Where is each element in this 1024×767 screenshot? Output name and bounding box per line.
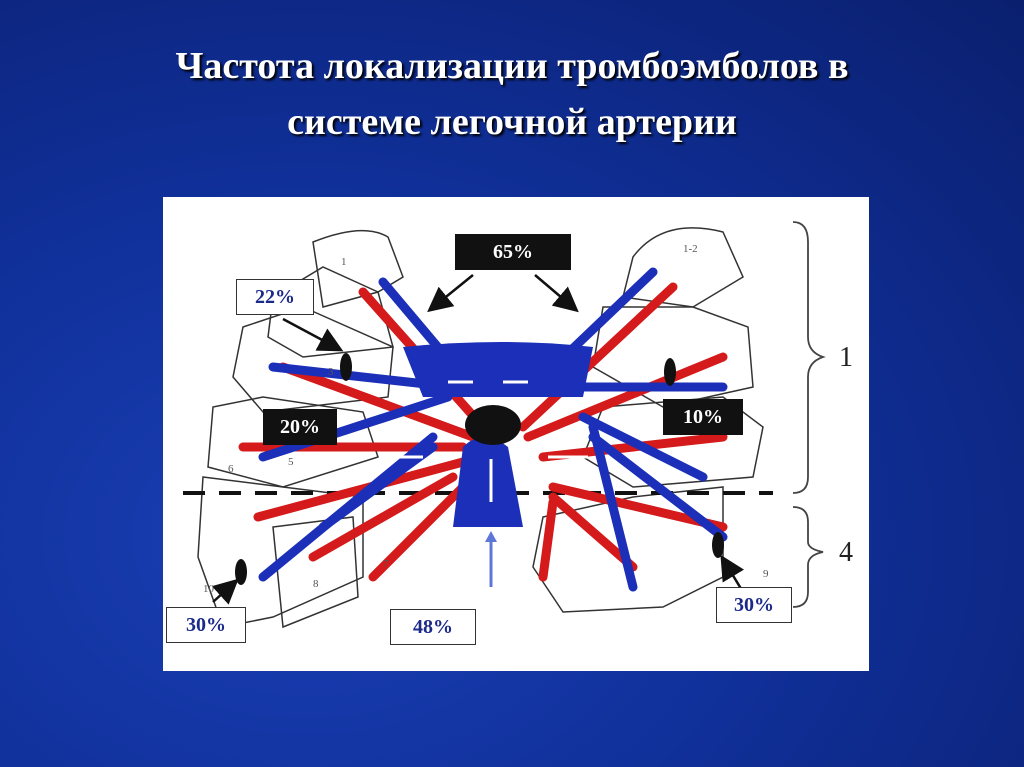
segment-number: 7 — [383, 558, 389, 570]
segment-number: 10 — [203, 583, 215, 595]
lobe-braces — [792, 221, 826, 608]
thrombus-markers — [235, 353, 724, 585]
label-10: 10% — [663, 399, 743, 435]
segment-number: 1 — [341, 256, 347, 268]
diagram-drawing: 11-2345678910 — [183, 221, 826, 629]
slide-title: Частота локализации тромбоэмболов в сист… — [0, 38, 1024, 150]
pointer-arrows — [211, 274, 745, 605]
segment-number: 9 — [763, 568, 769, 580]
segment-number: 3 — [328, 366, 334, 378]
segment-number: 6 — [228, 463, 234, 475]
brace-label-upper: 1 — [839, 342, 853, 373]
segment-number: 5 — [288, 456, 294, 468]
label-30-right: 30% — [716, 587, 792, 623]
label-22: 22% — [236, 279, 314, 315]
label-48: 48% — [390, 609, 476, 645]
flow-arrows — [383, 380, 588, 502]
title-line-1: Частота локализации тромбоэмболов в — [175, 45, 849, 87]
segment-number: 8 — [313, 578, 319, 590]
veins — [258, 267, 728, 592]
brace-label-lower: 4 — [839, 537, 853, 568]
lung-artery-diagram: 1 1-2 3 4 5 6 7 8 9 10 65% 22% 20% 10% 30% 48% 30… — [163, 197, 869, 671]
segment-number: 1-2 — [683, 243, 698, 255]
title-line-2: системе легочной артерии — [287, 101, 737, 143]
label-65: 65% — [455, 234, 571, 270]
label-30-left: 30% — [166, 607, 246, 643]
label-20: 20% — [263, 409, 337, 445]
